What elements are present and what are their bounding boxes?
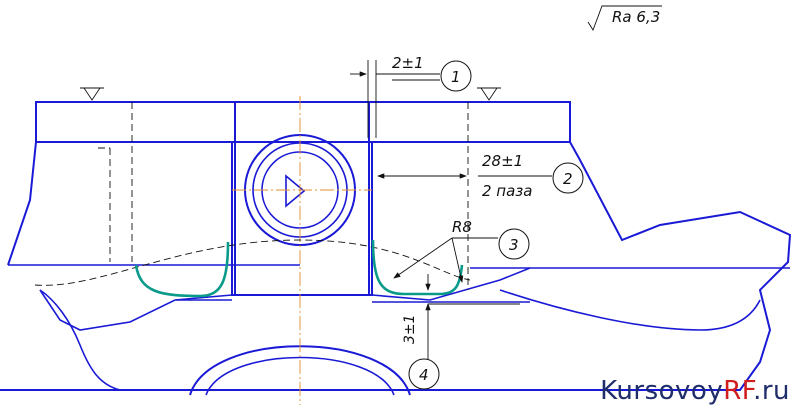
base-lower-curve: [39, 267, 531, 331]
lower-right-contour: [499, 289, 761, 331]
dim-depth-label: 3±1: [402, 314, 418, 344]
central-block: [234, 101, 370, 296]
datum-left: [80, 87, 104, 101]
base-bottom-line: [8, 264, 790, 269]
hidden-left-slot: [98, 102, 133, 262]
balloon-3-label: 3: [509, 236, 519, 254]
dim-slot-label: 28±1: [482, 152, 523, 170]
balloon-4: [408, 358, 440, 390]
weld-right: [371, 239, 464, 296]
balloon-1: [440, 60, 472, 92]
dim-gap-label: 2±1: [392, 54, 424, 72]
site-watermark: KursovoyRF.ru: [600, 376, 790, 406]
lower-left-contour: [39, 289, 121, 391]
base-outline: [0, 141, 792, 391]
lower-arch-inner: [205, 356, 395, 396]
dim-slot: 28±1 2 паза: [377, 152, 552, 200]
weld-left: [134, 241, 230, 298]
balloon-2-label: 2: [563, 170, 573, 188]
hidden-arch: [34, 239, 471, 286]
dim-radius: R8: [393, 218, 498, 283]
datum-right: [477, 87, 501, 101]
balloon-2: [552, 162, 584, 194]
bore-mark: [285, 174, 306, 208]
balloon-4-label: 4: [419, 366, 429, 384]
roughness-symbol: Ra 6,3: [587, 5, 662, 32]
roughness-label: Ra 6,3: [612, 8, 660, 26]
watermark-accent: RF: [723, 376, 754, 406]
dim-depth: 3±1: [402, 274, 520, 360]
dim-slot-count: 2 паза: [482, 182, 532, 200]
dim-gap: 2±1: [350, 54, 440, 138]
dim-radius-label: R8: [452, 218, 472, 236]
watermark-main: Kursovoy: [600, 376, 724, 406]
balloon-3: [498, 228, 530, 260]
watermark-suffix: .ru: [753, 376, 790, 406]
balloon-1-label: 1: [451, 68, 461, 86]
